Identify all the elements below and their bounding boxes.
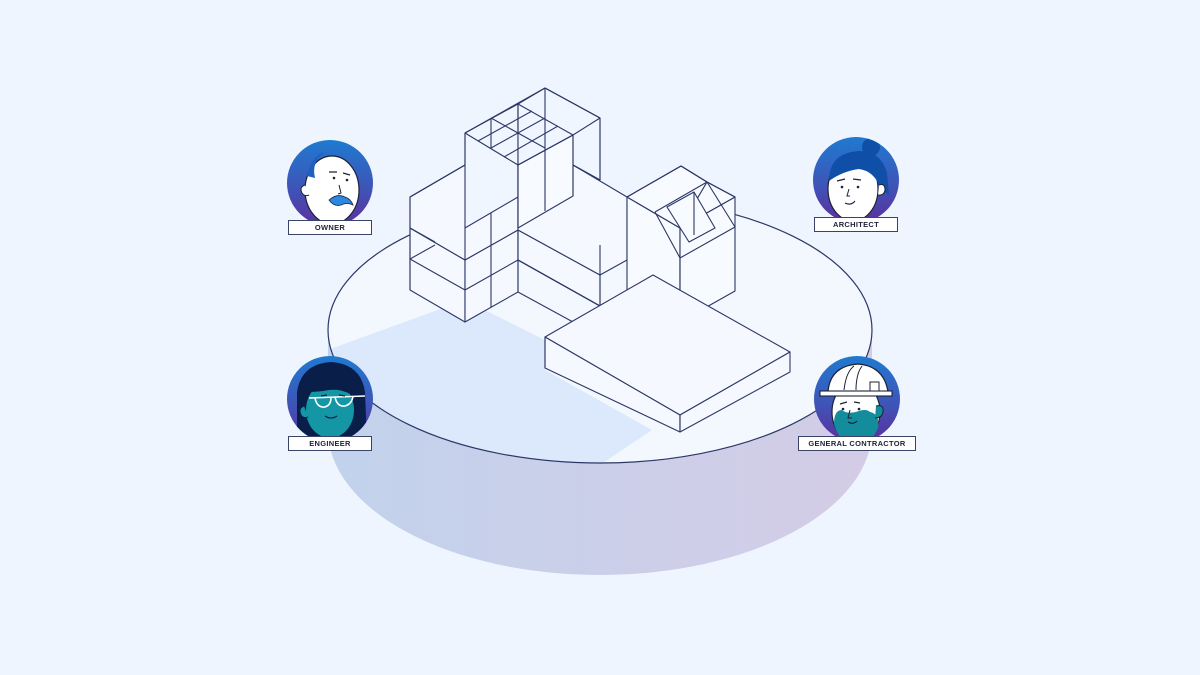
- bearded-man-hard-hat-icon: [819, 363, 893, 442]
- building-wireframe: [409, 87, 791, 433]
- role-general-contractor: GENERAL CONTRACTOR: [798, 356, 916, 451]
- woman-hair-bun-icon: [827, 138, 889, 222]
- woman-glasses-icon: [297, 362, 367, 442]
- engineer-avatar: [287, 356, 373, 442]
- role-label-architect: ARCHITECT: [814, 217, 898, 232]
- role-owner: OWNER: [287, 140, 373, 235]
- bald-man-mustache-icon: [300, 152, 360, 225]
- role-label-owner: OWNER: [288, 220, 372, 235]
- role-label-general-contractor: GENERAL CONTRACTOR: [798, 436, 916, 451]
- platform-side: [328, 330, 872, 575]
- owner-avatar: [287, 140, 373, 226]
- role-engineer: ENGINEER: [287, 356, 373, 451]
- role-label-engineer: ENGINEER: [288, 436, 372, 451]
- architect-avatar: [813, 137, 899, 223]
- general-contractor-avatar: [814, 356, 900, 442]
- role-architect: ARCHITECT: [813, 137, 899, 232]
